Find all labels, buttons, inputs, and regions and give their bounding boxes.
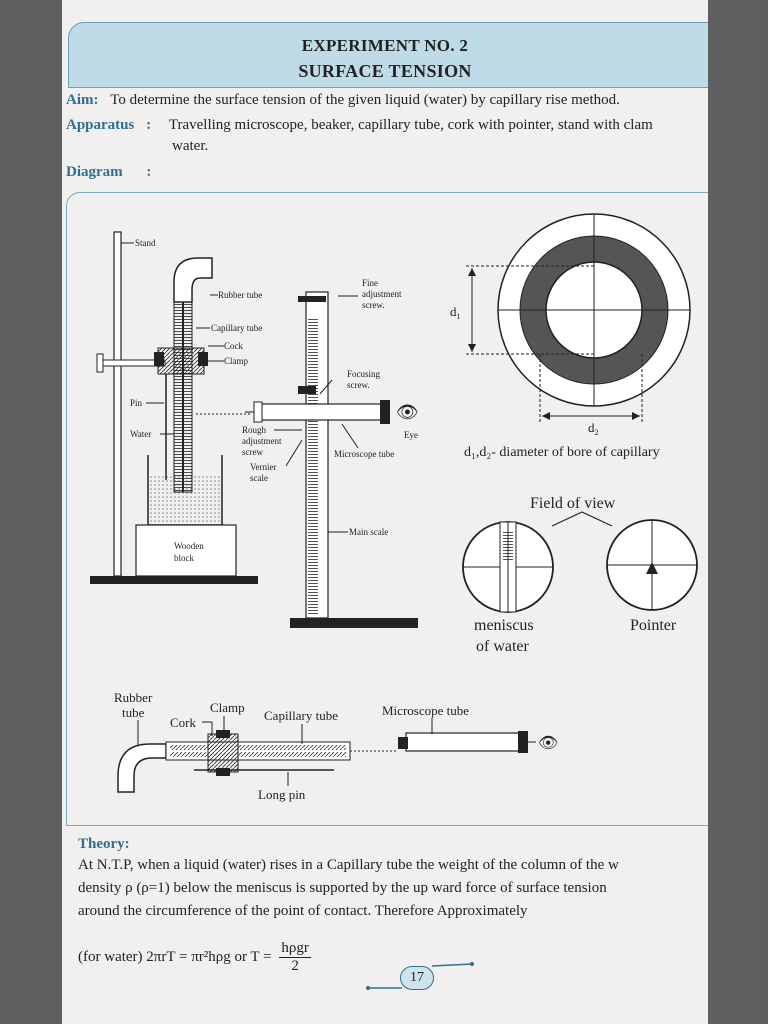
label-b-long-pin: Long pin: [258, 787, 306, 802]
apparatus-text-line2: water.: [172, 138, 209, 154]
pointer-view: [606, 519, 698, 611]
label-focusing-1: Focusing: [347, 369, 381, 379]
bore-diameter-figure: [466, 213, 691, 422]
page-number: 17: [400, 966, 434, 990]
label-fine-3: screw.: [362, 300, 385, 310]
diagram-frame: [66, 192, 708, 826]
formula-left: (for water) 2πrT = πr²hρg or T =: [78, 948, 272, 965]
eye-icon-bottom: 👁: [538, 735, 558, 752]
field-of-view-title: Field of view: [530, 495, 616, 512]
label-clamp: Clamp: [224, 356, 248, 366]
theory-line-3: around the circumference of the point of…: [78, 903, 528, 919]
label-vernier-1: Vernier: [250, 462, 277, 472]
diagram-label: Diagram: [66, 164, 123, 180]
apparatus-text-line1: Travelling microscope, beaker, capillary…: [168, 117, 653, 133]
label-capillary-tube: Capillary tube: [211, 323, 262, 333]
formula-numerator: hρgr: [279, 940, 311, 958]
title-banner: [68, 22, 708, 88]
theory-title: Theory:: [78, 836, 130, 852]
apparatus-row: Apparatus : Travelling microscope, beake…: [66, 117, 653, 134]
label-pointer: Pointer: [630, 617, 677, 634]
label-meniscus-2: of water: [476, 638, 530, 655]
label-block: block: [174, 553, 194, 563]
experiment-title: SURFACE TENSION: [298, 61, 472, 81]
theory-line-1: At N.T.P, when a liquid (water) rises in…: [78, 857, 619, 873]
label-d2: d2: [588, 420, 599, 437]
aim-label: Aim:: [66, 92, 99, 108]
label-microscope-tube: Microscope tube: [334, 449, 394, 459]
stand-assembly: [90, 231, 258, 584]
meniscus-view: [462, 521, 554, 613]
label-fine-1: Fine: [362, 278, 378, 288]
stand-labels: Stand Rubber tube Capillary tube Cock Cl…: [130, 238, 262, 563]
aim-row: Aim: To determine the surface tension of…: [66, 92, 620, 109]
aim-text: To determine the surface tension of the …: [110, 92, 620, 108]
label-b-rubber-1: Rubber: [114, 690, 153, 705]
label-b-capillary: Capillary tube: [264, 708, 338, 723]
label-d1: d1: [450, 304, 461, 321]
theory-line-2: density ρ (ρ=1) below the meniscus is su…: [78, 880, 607, 896]
field-of-view-bracket: [551, 511, 613, 527]
horizontal-setup: [117, 730, 536, 793]
label-water: Water: [130, 429, 151, 439]
label-cock: Cock: [224, 341, 243, 351]
label-pin: Pin: [130, 398, 143, 408]
horizontal-setup-labels: Rubber tube Clamp Cork Capillary tube Mi…: [114, 690, 469, 802]
formula-fraction: hρgr 2: [279, 940, 311, 975]
label-meniscus-1: meniscus: [474, 617, 534, 634]
label-b-cork: Cork: [170, 715, 197, 730]
label-rough-2: adjustment: [242, 436, 282, 446]
formula-denominator: 2: [291, 958, 299, 974]
label-b-clamp: Clamp: [210, 700, 245, 715]
diagram-row: Diagram :: [66, 164, 151, 181]
apparatus-colon: :: [146, 117, 152, 133]
label-fine-2: adjustment: [362, 289, 402, 299]
travelling-microscope: [245, 291, 418, 628]
diagram-colon: :: [146, 164, 152, 180]
label-main-scale: Main scale: [349, 527, 388, 537]
label-vernier-2: scale: [250, 473, 268, 483]
label-stand: Stand: [135, 238, 156, 248]
textbook-page: EXPERIMENT NO. 2 SURFACE TENSION Aim: To…: [62, 0, 708, 1024]
eye-icon: 👁: [396, 402, 419, 422]
label-rough-3: screw: [242, 447, 263, 457]
label-eye: Eye: [404, 430, 418, 440]
label-b-microscope: Microscope tube: [382, 703, 469, 718]
label-wooden: Wooden: [174, 541, 204, 551]
label-b-rubber-2: tube: [122, 705, 145, 720]
microscope-labels: Fine adjustment screw. Focusing screw. R…: [242, 278, 418, 537]
theory-formula: (for water) 2πrT = πr²hρg or T = hρgr 2: [78, 940, 311, 975]
label-focusing-2: screw.: [347, 380, 370, 390]
label-rough-1: Rough: [242, 425, 267, 435]
apparatus-label: Apparatus: [66, 117, 135, 133]
page-number-ornament-right: [431, 963, 473, 967]
experiment-number: EXPERIMENT NO. 2: [301, 36, 469, 55]
apparatus-diagram: Stand Rubber tube Capillary tube Cock Cl…: [90, 213, 698, 990]
diameter-caption: d₁,d₂- diameter of bore of capillary: [464, 445, 660, 460]
label-rubber-tube: Rubber tube: [218, 290, 262, 300]
